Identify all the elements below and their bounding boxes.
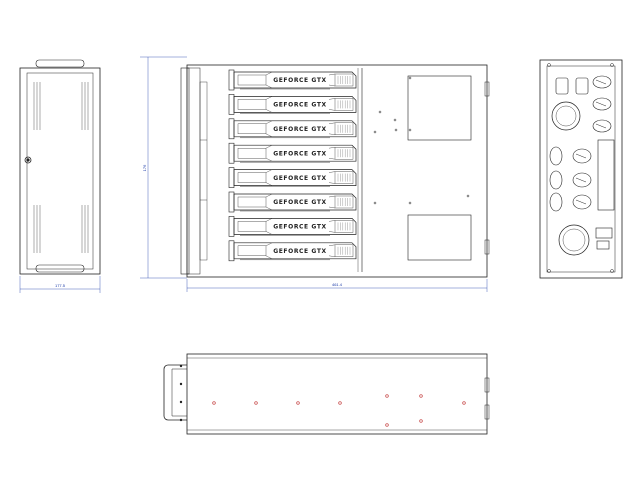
gpu-brand-label: GEFORCE GTX [273, 199, 327, 206]
top-length-label: 461.4 [332, 282, 343, 287]
side-view [163, 353, 490, 435]
lock-icon [24, 156, 32, 164]
gpu-brand-label: GEFORCE GTX [273, 102, 327, 109]
gpu-brand-label: GEFORCE GTX [273, 150, 327, 157]
front-width-label: 177.5 [55, 283, 66, 288]
top-view [180, 64, 490, 278]
gpu-brand-label: GEFORCE GTX [273, 77, 327, 84]
front-width-dimension [19, 276, 101, 293]
side-screw-holes [212, 394, 466, 427]
gpu-brand-label: GEFORCE GTX [273, 175, 327, 182]
gpu-brand-label: GEFORCE GTX [273, 224, 327, 231]
rear-fan-bottom-icon [558, 224, 590, 256]
board-mount-holes [373, 76, 470, 205]
front-height-label: 176 [142, 164, 147, 171]
gpu-card: GEFORCE GTX [228, 142, 357, 164]
gpu-card: GEFORCE GTX [228, 240, 357, 262]
top-length-dimension [140, 56, 488, 292]
rear-fan-top-icon [551, 101, 581, 131]
gpu-card: GEFORCE GTX [228, 69, 357, 91]
gpu-card: GEFORCE GTX [228, 191, 357, 213]
gpu-card: GEFORCE GTX [228, 94, 357, 115]
gpu-card: GEFORCE GTX [228, 167, 357, 188]
gpu-brand-label: GEFORCE GTX [273, 248, 327, 255]
rear-view [539, 59, 623, 279]
rear-vent-ovals [549, 75, 612, 212]
gpu-stack: GEFORCE GTX GEFORCE GTX GEFORCE GTX GEFORCE… [228, 69, 357, 262]
front-view [19, 59, 101, 275]
front-vents [33, 82, 89, 253]
gpu-brand-label: GEFORCE GTX [273, 126, 327, 133]
gpu-card: GEFORCE GTX [228, 118, 357, 140]
side-mount-holes [179, 364, 183, 422]
gpu-card: GEFORCE GTX [228, 216, 357, 237]
